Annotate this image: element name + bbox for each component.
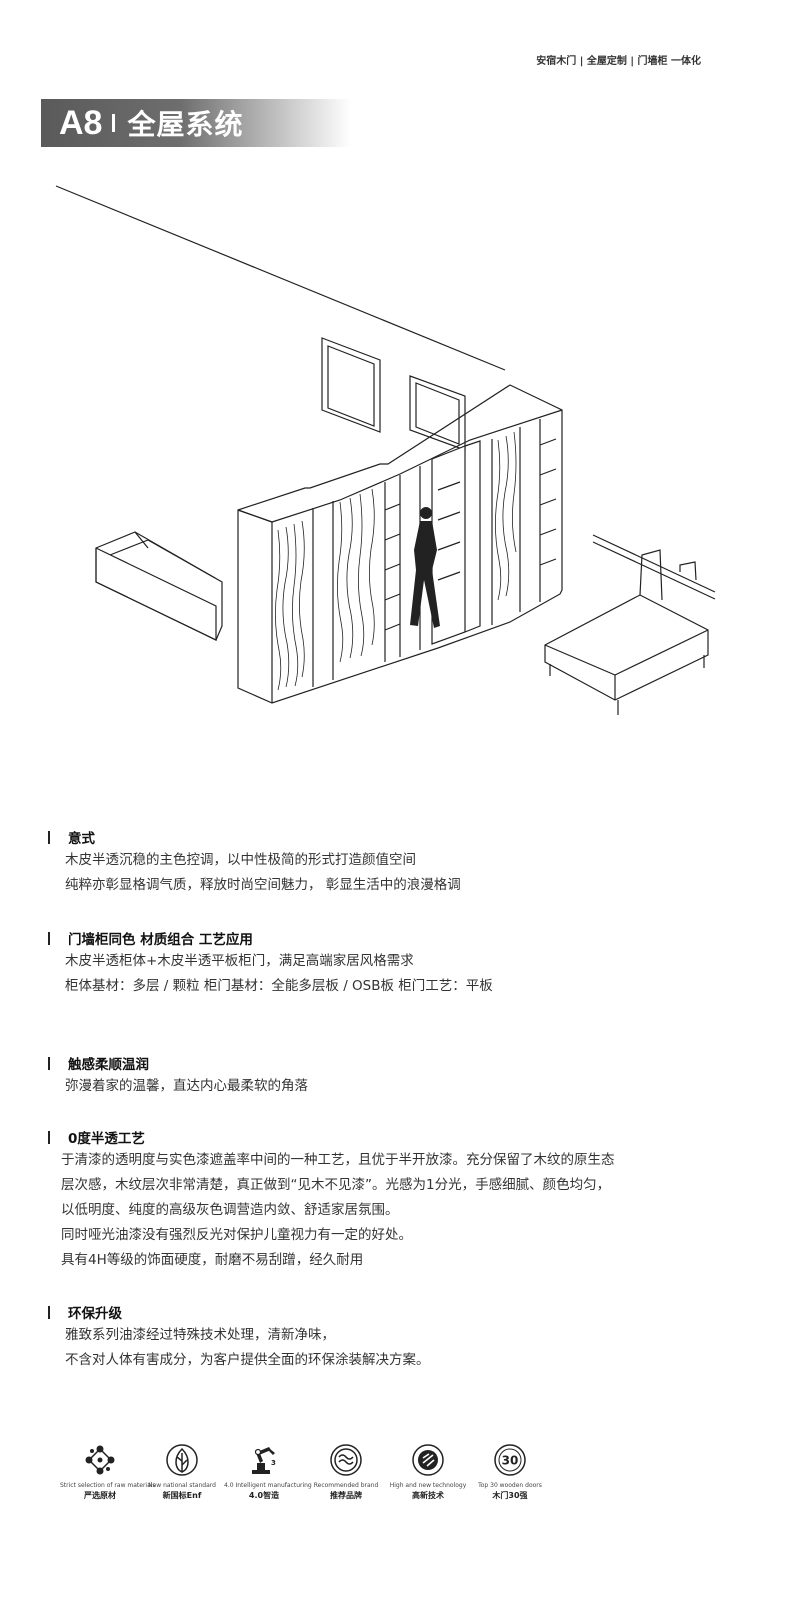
wardrobe-cabinet [237,384,563,704]
section-code: A8 [59,103,103,142]
badge-recommended: Recommended brand 推荐品牌 [306,1440,386,1501]
window-right [409,375,466,451]
section-text: 于清漆的透明度与实色漆遮盖率中间的一种工艺，且优于半开放漆。充分保留了木纹的原生… [61,1152,615,1168]
badge-high-tech: High and new technology 高新技术 [388,1440,468,1501]
badge-zh: 高新技术 [412,1491,444,1500]
section-marker [48,830,50,844]
badge-materials: Strict selection of raw materials 严选原材 [60,1440,156,1501]
section-name: 全屋系统 [127,108,244,141]
badge-national-standard: New national standard 新国标Enf [142,1440,222,1501]
wave-badge-icon [330,1444,362,1476]
section-eco: 环保升级 雅致系列油漆经过特殊技术处理，清新净味， 不含对人体有害成分，为客户提… [48,1301,748,1373]
section-material: 门墙柜同色 材质组合 工艺应用 木皮半透柜体+木皮半透平板柜门，满足高端家居风格… [48,927,748,999]
badge-en: 4.0 Intelligent manufacturing [224,1482,312,1489]
section-text: 纯粹亦彰显格调气质，释放时尚空间魅力， 彰显生活中的浪漫格调 [65,877,461,893]
molecule-icon [85,1445,115,1475]
title-divider [112,114,116,132]
section-marker [48,1130,50,1144]
robot-arm-icon: 3 [252,1447,276,1474]
badge-zh: 严选原材 [84,1491,116,1500]
section-title: 意式 [68,831,95,847]
section-marker [48,1056,50,1070]
badge-en: New national standard [148,1482,216,1489]
bed [544,534,716,715]
section-title: 0度半透工艺 [68,1131,145,1147]
section-marker [48,931,50,945]
section-text: 木皮半透柜体+木皮半透平板柜门，满足高端家居风格需求 [65,953,414,969]
badge-en: Recommended brand [313,1482,379,1489]
section-text: 雅致系列油漆经过特殊技术处理，清新净味， [65,1327,335,1343]
section-title-bar: A8 全屋系统 [41,99,351,147]
section-text: 具有4H等级的饰面硬度，耐磨不易刮蹭，经久耐用 [61,1252,364,1268]
feature-badges: Strict selection of raw materials 严选原材 N… [60,1440,550,1501]
section-text: 木皮半透沉稳的主色控调，以中性极简的形式打造颜值空间 [65,852,416,868]
badge-zh: 4.0智造 [248,1491,280,1500]
wardrobe-wall-illustration [55,185,716,715]
svg-text:3: 3 [271,1459,276,1467]
badge-zh: 新国标Enf [162,1491,202,1500]
sofa [95,531,223,641]
badge-number: 30 [502,1454,519,1468]
badge-intelligent: 3 4.0 Intelligent manufacturing 4.0智造 [224,1440,312,1501]
section-style: 意式 木皮半透沉稳的主色控调，以中性极简的形式打造颜值空间 纯粹亦彰显格调气质，… [48,826,748,898]
badge-top30: 30 Top 30 wooden doors 木门30强 [470,1440,550,1501]
badge-zh: 木门30强 [492,1491,528,1500]
wall-line [55,185,506,371]
section-craft: 0度半透工艺 于清漆的透明度与实色漆遮盖率中间的一种工艺，且优于半开放漆。充分保… [48,1126,748,1273]
section-title: 触感柔顺温润 [68,1057,149,1073]
leaf-icon [166,1444,198,1476]
section-touch: 触感柔顺温润 弥漫着家的温馨，直达内心最柔软的角落 [48,1052,748,1099]
badge-zh: 推荐品牌 [330,1491,362,1500]
section-text: 弥漫着家的温馨，直达内心最柔软的角落 [65,1078,308,1094]
badge-en: High and new technology [389,1482,467,1489]
section-text: 以低明度、纯度的高级灰色调营造内敛、舒适家居氛围。 [61,1202,399,1218]
badge-en: Top 30 wooden doors [478,1482,542,1489]
section-marker [48,1305,50,1319]
section-title: 门墙柜同色 材质组合 工艺应用 [68,932,253,948]
section-text: 不含对人体有害成分，为客户提供全面的环保涂装解决方案。 [65,1352,430,1368]
person-silhouette [410,507,440,628]
number-30-icon: 30 [494,1444,526,1476]
section-title: 环保升级 [68,1306,122,1322]
window-left [321,337,381,433]
section-text: 层次感，木纹层次非常清楚，真正做到“见木不见漆”。光感为1分光，手感细腻、颜色均… [61,1177,611,1193]
section-text: 同时哑光油漆没有强烈反光对保护儿童视力有一定的好处。 [61,1227,412,1243]
section-text: 柜体基材：多层 / 颗粒 柜门基材：全能多层板 / OSB板 柜门工艺：平板 [65,978,493,994]
brand-line: 安宿木门 | 全屋定制 | 门墙柜 一体化 [536,56,701,67]
badge-en: Strict selection of raw materials [60,1482,156,1489]
gear-tech-icon [412,1444,444,1476]
